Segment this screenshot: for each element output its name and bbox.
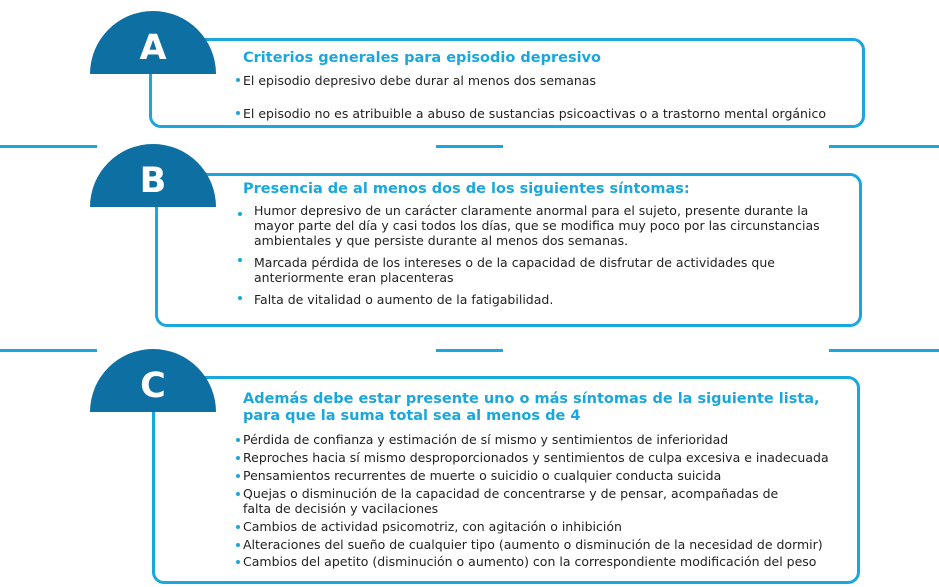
bullet — [238, 296, 242, 300]
section-b-badge: B — [90, 144, 216, 207]
section-b-item-line: Falta de vitalidad o aumento de la fatig… — [254, 292, 554, 307]
section-a-item: El episodio depresivo debe durar al meno… — [243, 73, 596, 88]
section-c-item-line: falta de decisión y vacilaciones — [243, 501, 439, 516]
bullet — [238, 258, 242, 262]
section-b-box — [155, 173, 862, 327]
bullet — [238, 212, 242, 216]
bullet — [236, 78, 240, 82]
section-a-item: El episodio no es atribuible a abuso de … — [243, 106, 826, 121]
bullet — [236, 560, 240, 564]
separator-line — [829, 145, 939, 148]
section-c-item-line: Pérdida de confianza y estimación de sí … — [243, 432, 729, 447]
section-b-item-line: Humor depresivo de un carácter clarament… — [254, 203, 809, 218]
section-c-item-line: Reproches hacia sí mismo desproporcionad… — [243, 450, 829, 465]
section-b-item-line: ambientales y que persiste durante al me… — [254, 233, 629, 248]
section-c-item-line: Quejas o disminución de la capacidad de … — [243, 486, 779, 501]
bullet — [236, 525, 240, 529]
bullet — [236, 543, 240, 547]
section-b-item-line: mayor parte del día y casi todos los día… — [254, 218, 820, 233]
section-c-box — [152, 376, 860, 584]
section-c-title-line: Además debe estar presente uno o más sín… — [243, 391, 820, 407]
section-c-item-line: Pensamientos recurrentes de muerte o sui… — [243, 468, 722, 483]
separator-line — [436, 349, 503, 352]
bullet — [236, 474, 240, 478]
bullet — [236, 492, 240, 496]
section-b-item-line: anteriormente eran placenteras — [254, 270, 454, 285]
bullet — [236, 456, 240, 460]
section-a-box — [149, 38, 865, 128]
section-a-badge: A — [90, 11, 216, 74]
separator-line — [436, 145, 503, 148]
section-c-item-line: Cambios de actividad psicomotriz, con ag… — [243, 519, 622, 534]
section-b-title: Presencia de al menos dos de los siguien… — [243, 181, 690, 197]
separator-line — [0, 349, 97, 352]
section-c-badge: C — [90, 349, 216, 412]
section-c-title-line: para que la suma total sea al menos de 4 — [243, 408, 581, 424]
bullet — [236, 111, 240, 115]
section-c-item-line: Alteraciones del sueño de cualquier tipo… — [243, 537, 823, 552]
section-a-title: Criterios generales para episodio depres… — [243, 50, 601, 66]
bullet — [236, 438, 240, 442]
separator-line — [0, 145, 97, 148]
separator-line — [829, 349, 939, 352]
section-c-item-line: Cambios del apetito (disminución o aumen… — [243, 554, 817, 569]
section-b-item-line: Marcada pérdida de los intereses o de la… — [254, 255, 775, 270]
